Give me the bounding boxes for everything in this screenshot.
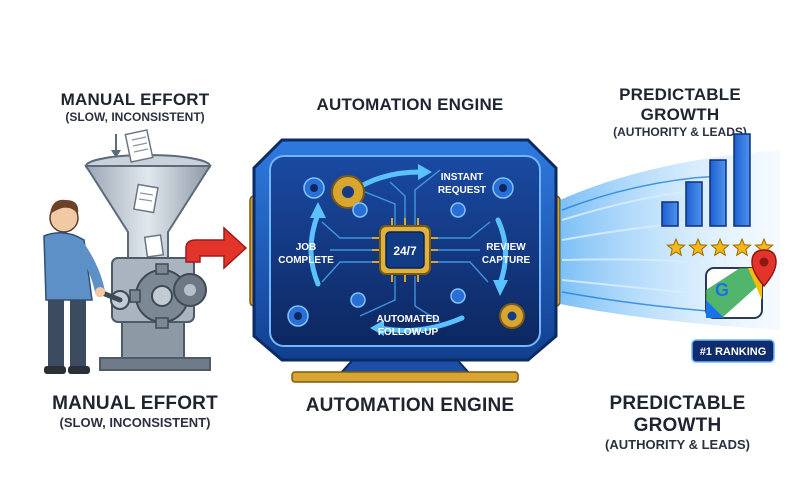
- gear-icon: [352, 202, 368, 218]
- right-top-heading: PREDICTABLE GROWTH (AUTHORITY & LEADS): [585, 85, 775, 139]
- document-icon: [133, 183, 159, 214]
- gear-icon: [450, 288, 466, 304]
- left-top-heading: MANUAL EFFORT (SLOW, INCONSISTENT): [60, 90, 210, 124]
- right-top-title: PREDICTABLE GROWTH: [619, 85, 741, 124]
- gear-icon: [287, 305, 309, 327]
- step-followup-line2: FOLLOW-UP: [378, 327, 439, 338]
- automation-engine-screen: 24/7: [249, 138, 561, 383]
- left-bottom-heading: MANUAL EFFORT (SLOW, INCONSISTENT): [40, 393, 230, 430]
- star-icon: [710, 237, 730, 257]
- gear-icon: [450, 202, 466, 218]
- arrow-icon: [111, 134, 121, 158]
- person-icon: [43, 199, 105, 374]
- left-top-subtitle: (SLOW, INCONSISTENT): [65, 110, 205, 124]
- right-bottom-heading: PREDICTABLE GROWTH (AUTHORITY & LEADS): [565, 393, 790, 452]
- machine-illustration: [84, 129, 212, 371]
- arrow-icon: [185, 226, 248, 270]
- document-icon: [143, 234, 165, 258]
- gear-icon: [303, 177, 325, 199]
- maps-pin-icon: G: [705, 249, 777, 319]
- rating-stars: [666, 237, 774, 257]
- step-instant-line2: REQUEST: [438, 185, 486, 196]
- center-bottom-title: AUTOMATION ENGINE: [305, 395, 515, 416]
- left-bottom-subtitle: (SLOW, INCONSISTENT): [59, 415, 211, 430]
- ranking-badge: #1 RANKING: [691, 339, 775, 363]
- step-review-line1: REVIEW: [486, 242, 526, 253]
- gear-icon: [331, 175, 365, 209]
- center-bottom-heading: AUTOMATION ENGINE: [290, 395, 530, 417]
- gear-icon: [350, 292, 366, 308]
- step-followup-line1: AUTOMATED: [377, 314, 440, 325]
- left-top-title: MANUAL EFFORT: [60, 90, 210, 109]
- right-top-subtitle: (AUTHORITY & LEADS): [613, 125, 747, 139]
- chip-label: 24/7: [393, 244, 417, 258]
- star-icon: [732, 237, 752, 257]
- bar-chart-icon: [661, 133, 751, 227]
- star-icon: [666, 237, 686, 257]
- gear-icon: [173, 273, 207, 307]
- step-job-line1: JOB: [296, 242, 317, 253]
- left-bottom-title: MANUAL EFFORT: [52, 393, 218, 414]
- document-icon: [124, 129, 154, 163]
- center-top-heading: AUTOMATION ENGINE: [300, 95, 520, 115]
- gear-icon: [499, 303, 525, 329]
- gear-icon: [492, 177, 514, 199]
- ranking-text: #1 RANKING: [700, 346, 767, 358]
- right-bottom-subtitle: (AUTHORITY & LEADS): [605, 437, 750, 452]
- step-instant-line1: INSTANT: [441, 172, 484, 183]
- step-review-line2: CAPTURE: [482, 255, 531, 266]
- star-icon: [688, 237, 708, 257]
- chip-icon: 24/7: [372, 218, 438, 282]
- center-top-title: AUTOMATION ENGINE: [316, 95, 504, 114]
- maps-letter: G: [715, 280, 729, 300]
- right-bottom-title: PREDICTABLE GROWTH: [609, 393, 746, 436]
- step-job-line2: COMPLETE: [278, 255, 334, 266]
